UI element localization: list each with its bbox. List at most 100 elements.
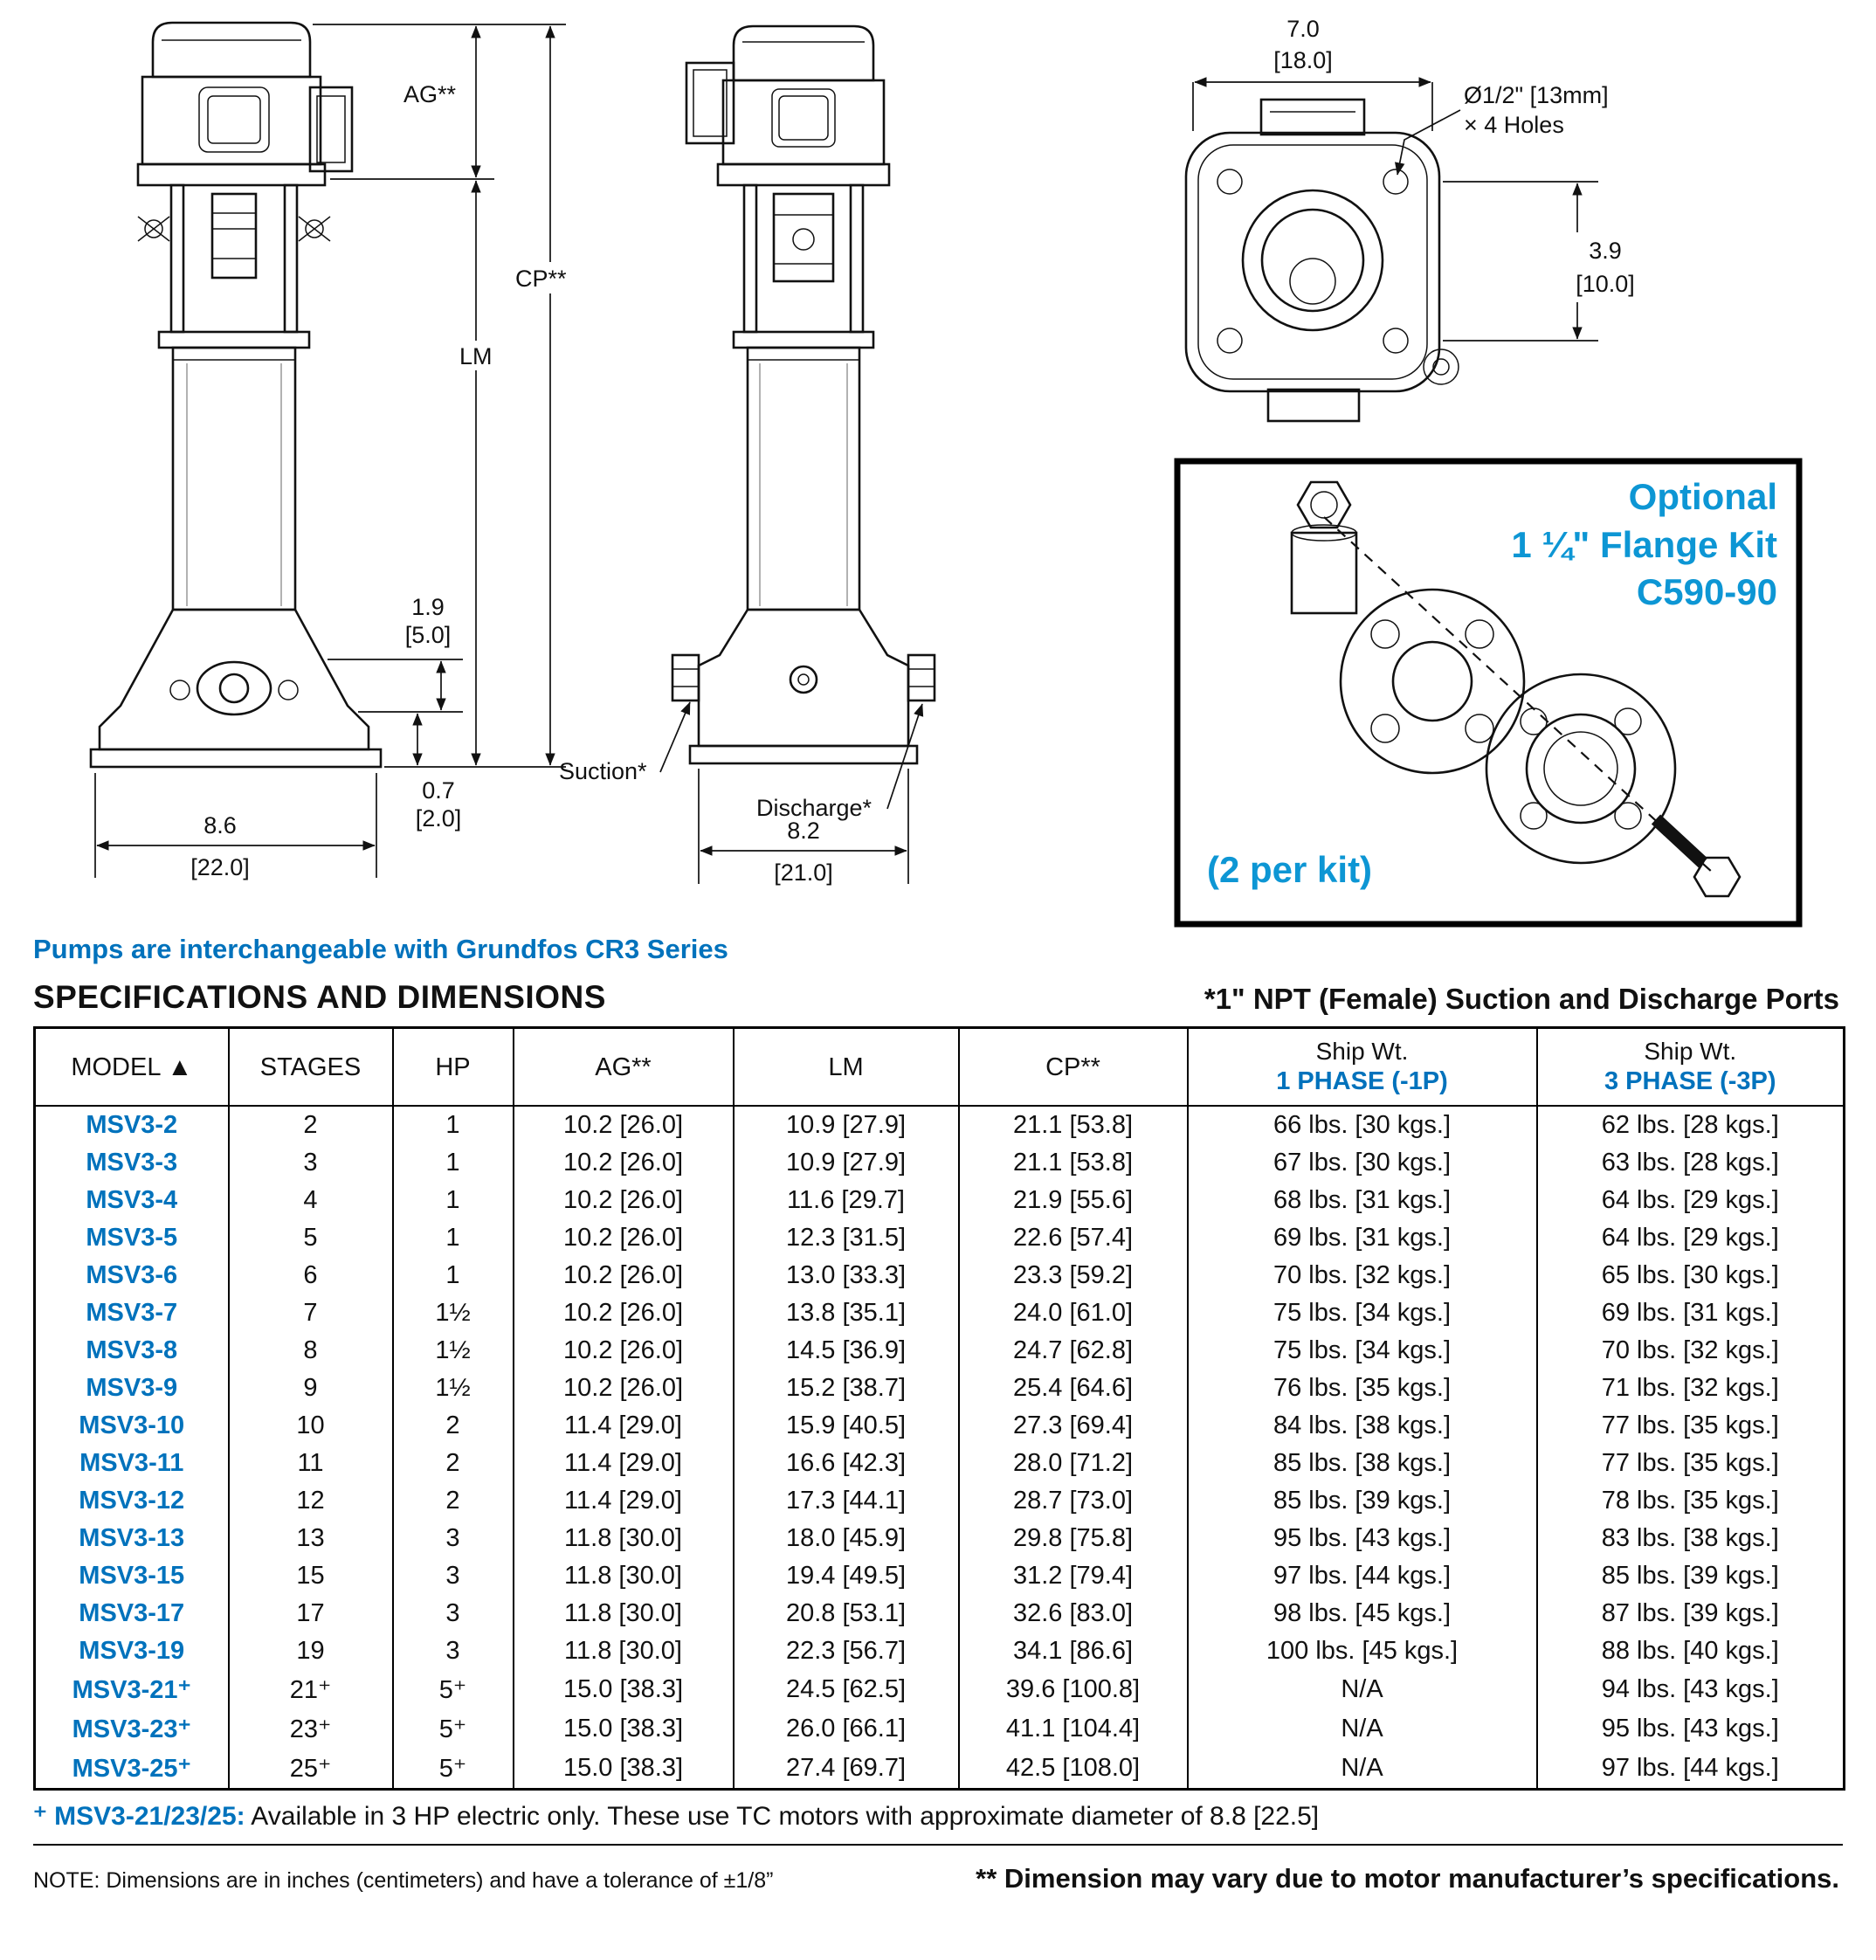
suction-label: Suction* <box>559 758 647 784</box>
value-cell: 11.8 [30.0] <box>512 1595 734 1632</box>
model-cell: MSV3-4 <box>86 1186 178 1214</box>
dimension-variance-note: ** Dimension may vary due to motor manuf… <box>976 1863 1839 1894</box>
value-cell: 5⁺ <box>391 1749 514 1790</box>
model-cell: MSV3-13 <box>79 1524 185 1552</box>
flange-kit-line1: Optional <box>1628 476 1777 517</box>
section-title: SPECIFICATIONS AND DIMENSIONS <box>33 979 606 1015</box>
model-cell: MSV3-11 <box>79 1449 184 1477</box>
value-cell: 17 <box>227 1595 393 1632</box>
value-cell: 9 <box>227 1370 393 1407</box>
value-cell: 22.3 [56.7] <box>732 1632 959 1670</box>
pump-front-view <box>89 21 383 769</box>
value-cell: 15.0 [38.3] <box>512 1709 734 1749</box>
model-cell: MSV3-12 <box>79 1487 185 1515</box>
model-cell: MSV3-23⁺ <box>72 1715 191 1743</box>
dim-1-9-label: 1.9 <box>411 594 445 620</box>
plus-footnote: ⁺ MSV3-21/23/25: Available in 3 HP elect… <box>33 1801 1843 1846</box>
ports-note: *1" NPT (Female) Suction and Discharge P… <box>1204 983 1839 1015</box>
value-cell: N/A <box>1186 1749 1537 1790</box>
value-cell: 97 lbs. [44 kgs.] <box>1186 1557 1537 1595</box>
value-cell: 29.8 [75.8] <box>957 1520 1188 1557</box>
dim-3-9-label: 3.9 <box>1589 238 1622 264</box>
value-cell: 22.6 [57.4] <box>957 1219 1188 1257</box>
model-cell: MSV3-9 <box>86 1374 178 1402</box>
value-cell: 39.6 [100.8] <box>957 1670 1188 1709</box>
value-cell: 19.4 [49.5] <box>732 1557 959 1595</box>
value-cell: 34.1 [86.6] <box>957 1632 1188 1670</box>
value-cell: 32.6 [83.0] <box>957 1595 1188 1632</box>
dim-0-7-label: 0.7 <box>422 777 455 804</box>
dim-0-7-cm-label: [2.0] <box>416 805 462 832</box>
value-cell: 10.2 [26.0] <box>512 1294 734 1332</box>
flange-kit-box <box>1174 458 1803 928</box>
value-cell: 98 lbs. [45 kgs.] <box>1186 1595 1537 1632</box>
value-cell: 7 <box>227 1294 393 1332</box>
value-cell: 11 <box>227 1445 393 1482</box>
value-cell: 100 lbs. [45 kgs.] <box>1186 1632 1537 1670</box>
value-cell: 21.9 [55.6] <box>957 1182 1188 1219</box>
model-cell: MSV3-6 <box>86 1261 178 1289</box>
value-cell: 63 lbs. [28 kgs.] <box>1535 1144 1845 1182</box>
table-row: MSV3-21⁺21⁺5⁺15.0 [38.3]24.5 [62.5]39.6 … <box>35 1670 1845 1709</box>
model-cell: MSV3-10 <box>79 1411 185 1439</box>
value-cell: 27.4 [69.7] <box>732 1749 959 1790</box>
value-cell: 11.8 [30.0] <box>512 1520 734 1557</box>
model-cell: MSV3-15 <box>79 1562 185 1590</box>
value-cell: 15.0 [38.3] <box>512 1749 734 1790</box>
value-cell: 97 lbs. [44 kgs.] <box>1535 1749 1845 1790</box>
model-cell: MSV3-25⁺ <box>72 1755 191 1783</box>
value-cell: 1½ <box>391 1294 514 1332</box>
value-cell: 87 lbs. [39 kgs.] <box>1535 1595 1845 1632</box>
dim-7-0-cm-label: [18.0] <box>1273 47 1333 73</box>
value-cell: 1 <box>391 1144 514 1182</box>
table-row: MSV3-23⁺23⁺5⁺15.0 [38.3]26.0 [66.1]41.1 … <box>35 1709 1845 1749</box>
value-cell: 10.2 [26.0] <box>512 1257 734 1294</box>
value-cell: 5⁺ <box>391 1670 514 1709</box>
value-cell: 77 lbs. [35 kgs.] <box>1535 1445 1845 1482</box>
value-cell: 95 lbs. [43 kgs.] <box>1186 1520 1537 1557</box>
value-cell: 24.0 [61.0] <box>957 1294 1188 1332</box>
value-cell: 69 lbs. [31 kgs.] <box>1186 1219 1537 1257</box>
dim-8-2-label: 8.2 <box>787 818 820 844</box>
value-cell: 75 lbs. [34 kgs.] <box>1186 1332 1537 1370</box>
front-view-dimensions: AG** CP** LM 1.9 [5.0] 0.7 [2.0] 8.6 [22… <box>94 24 583 880</box>
value-cell: 94 lbs. [43 kgs.] <box>1535 1670 1845 1709</box>
value-cell: 17.3 [44.1] <box>732 1482 959 1520</box>
value-cell: 31.2 [79.4] <box>957 1557 1188 1595</box>
value-cell: 3 <box>391 1632 514 1670</box>
flange-kit-drawing <box>1290 480 1742 898</box>
model-cell: MSV3-19 <box>79 1637 185 1665</box>
table-row: MSV3-25⁺25⁺5⁺15.0 [38.3]27.4 [69.7]42.5 … <box>35 1749 1845 1790</box>
value-cell: 1 <box>391 1219 514 1257</box>
value-cell: 85 lbs. [39 kgs.] <box>1186 1482 1537 1520</box>
side-view-dimensions: Suction* Discharge* 8.2 [21.0] <box>559 701 924 886</box>
value-cell: 77 lbs. [35 kgs.] <box>1535 1407 1845 1445</box>
value-cell: 70 lbs. [32 kgs.] <box>1535 1332 1845 1370</box>
value-cell: 15.0 [38.3] <box>512 1670 734 1709</box>
flange-kit-label: Optional 1 ¼" Flange Kit C590-90 <box>1389 473 1777 617</box>
holes-callout-line1: Ø1/2" [13mm] <box>1464 82 1609 108</box>
header-3-phase: Ship Wt.3 PHASE (-3P) <box>1535 1027 1845 1107</box>
model-cell: MSV3-7 <box>86 1299 178 1327</box>
value-cell: 21⁺ <box>227 1670 393 1709</box>
header-1-phase: Ship Wt.1 PHASE (-1P) <box>1186 1027 1537 1107</box>
value-cell: 18.0 [45.9] <box>732 1520 959 1557</box>
ag-dimension-label: AG** <box>403 81 457 107</box>
top-view-dimensions: 7.0 [18.0] Ø1/2" [13mm] × 4 Holes 3.9 [1… <box>1192 16 1659 342</box>
value-cell: 5 <box>227 1219 393 1257</box>
value-cell: 26.0 [66.1] <box>732 1709 959 1749</box>
value-cell: 2 <box>391 1407 514 1445</box>
value-cell: 85 lbs. [39 kgs.] <box>1535 1557 1845 1595</box>
value-cell: 64 lbs. [29 kgs.] <box>1535 1182 1845 1219</box>
value-cell: 1 <box>391 1257 514 1294</box>
value-cell: 76 lbs. [35 kgs.] <box>1186 1370 1537 1407</box>
value-cell: 10.2 [26.0] <box>512 1332 734 1370</box>
discharge-label: Discharge* <box>756 795 872 821</box>
value-cell: 21.1 [53.8] <box>957 1106 1188 1144</box>
